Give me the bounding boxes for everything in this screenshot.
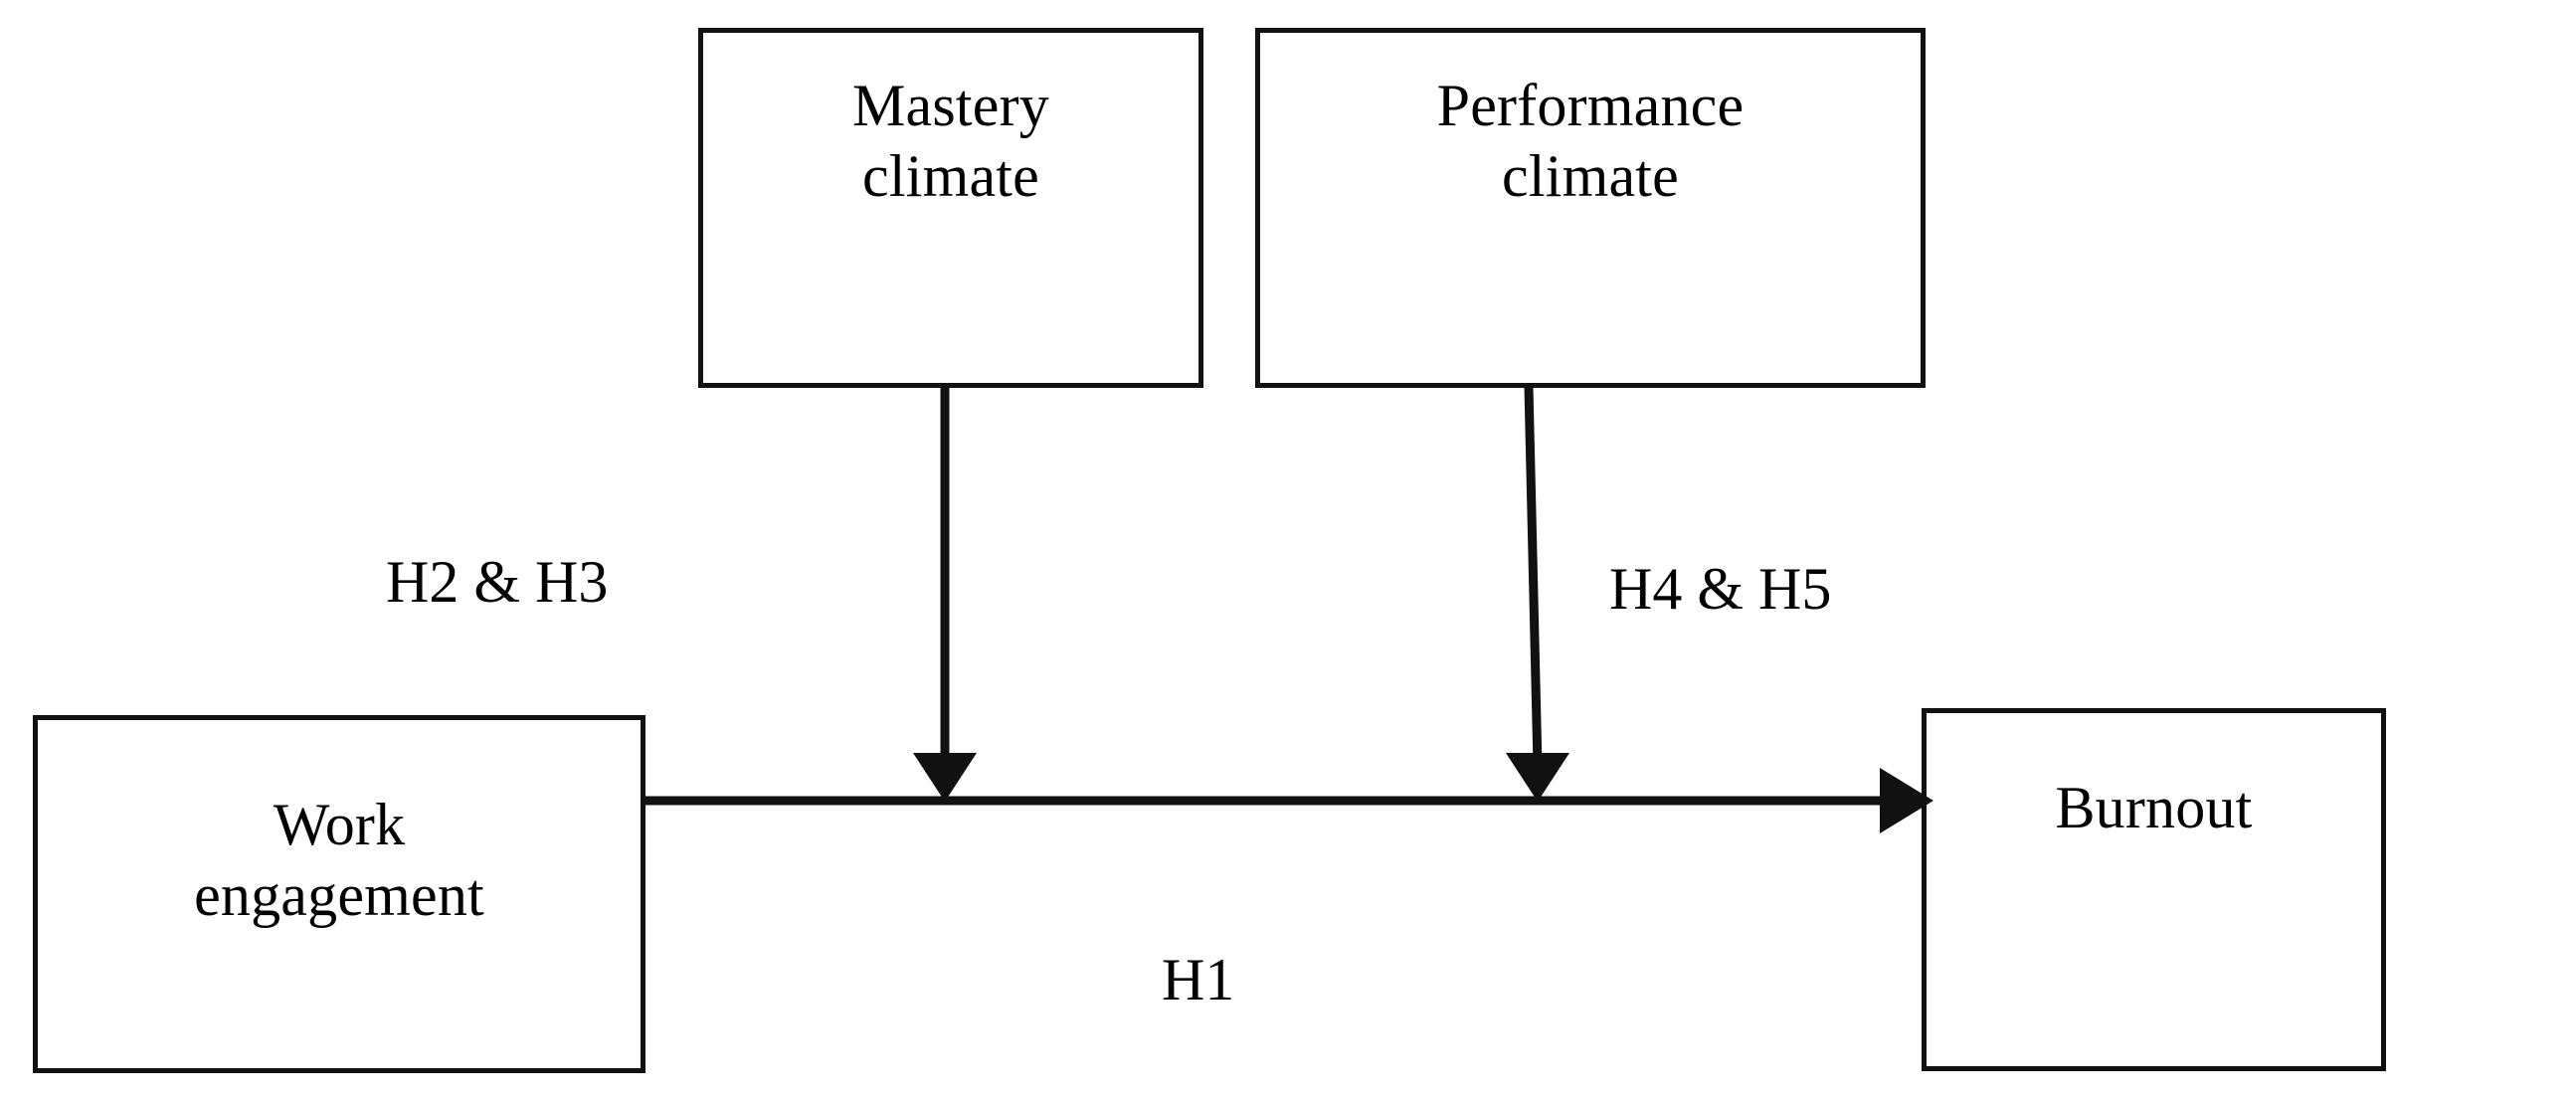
node-mastery-climate-label: Mastery climate — [851, 73, 1049, 209]
edge-h2h3-arrow — [913, 387, 977, 802]
edge-h2h3-arrowhead — [913, 753, 977, 802]
edge-label-h2-h3: H2 & H3 — [386, 549, 609, 615]
edge-h4h5-arrowhead — [1506, 753, 1569, 802]
edge-h4h5-arrow — [1506, 386, 1569, 802]
node-burnout-label: Burnout — [2055, 775, 2253, 840]
node-mastery-climate[interactable]: Mastery climate — [698, 28, 1203, 388]
edge-h1-arrow — [644, 768, 1933, 833]
edge-label-h1: H1 — [1162, 947, 1235, 1012]
node-work-engagement[interactable]: Work engagement — [33, 715, 645, 1073]
edge-label-h4-h5: H4 & H5 — [1609, 556, 1832, 622]
edge-h4h5-line — [1524, 386, 1543, 767]
node-performance-climate-label: Performance climate — [1436, 73, 1745, 209]
node-performance-climate[interactable]: Performance climate — [1255, 28, 1926, 388]
node-work-engagement-label: Work engagement — [194, 792, 484, 928]
node-burnout[interactable]: Burnout — [1922, 708, 2386, 1071]
